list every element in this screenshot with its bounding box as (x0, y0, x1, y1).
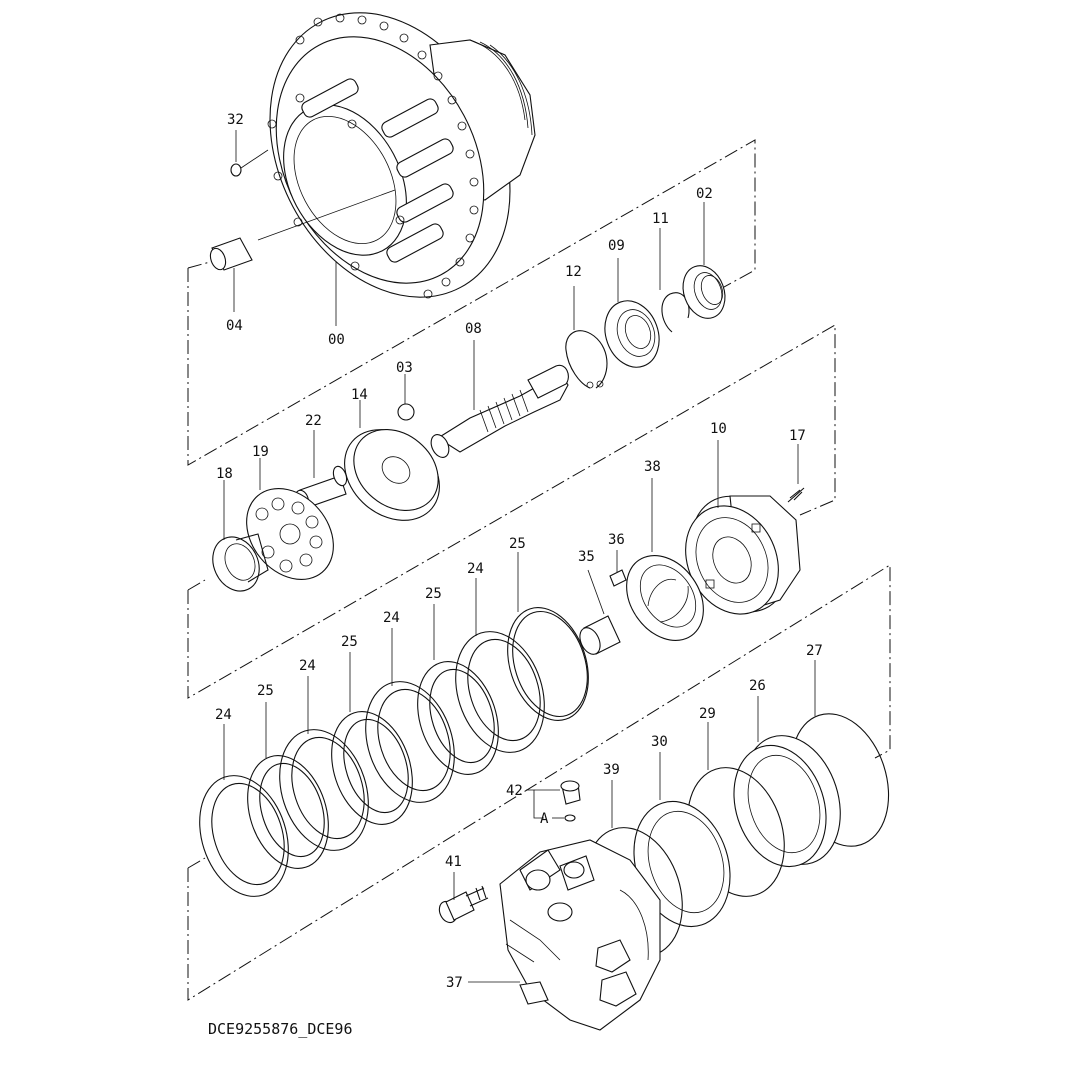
label-09: 09 (608, 238, 625, 254)
label-41: 41 (445, 854, 462, 870)
label-37: 37 (446, 975, 463, 991)
flange-bolt-holes (295, 13, 479, 299)
label-14: 14 (351, 387, 368, 403)
label-03: 03 (396, 360, 413, 376)
group-boundary-lines (187, 139, 891, 1001)
piston-part-26 (733, 696, 841, 868)
label-32: 32 (227, 112, 244, 128)
cylinder-block-part-10 (685, 440, 801, 615)
separator-plate-25-d (507, 607, 589, 721)
seal-part-02 (682, 202, 726, 319)
friction-plate-24-a (199, 775, 289, 897)
needle-bearing-part-35 (579, 569, 621, 655)
label-22: 22 (305, 413, 322, 429)
friction-plate-24-b (279, 729, 369, 851)
screw-part-17 (787, 444, 805, 503)
label-24-c: 24 (383, 610, 400, 626)
shaft-part-08 (430, 340, 569, 458)
housing-pins (301, 78, 454, 263)
label-24-d: 24 (467, 561, 484, 577)
label-39: 39 (603, 762, 620, 778)
label-detail-a: A (540, 811, 549, 827)
label-18: 18 (216, 466, 233, 482)
retainer-plate-part-19 (246, 458, 334, 580)
label-30: 30 (651, 734, 668, 750)
friction-plate-24-c (365, 681, 455, 803)
label-11: 11 (652, 211, 669, 227)
label-29: 29 (699, 706, 716, 722)
label-00: 00 (328, 332, 345, 348)
snap-ring-part-12 (565, 286, 608, 389)
label-10: 10 (710, 421, 727, 437)
pin-part-04 (209, 189, 396, 312)
label-25-b: 25 (341, 634, 358, 650)
label-27: 27 (806, 643, 823, 659)
separator-plate-25-a (247, 755, 329, 869)
label-04: 04 (226, 318, 243, 334)
label-25-a: 25 (257, 683, 274, 699)
label-24-a: 24 (215, 707, 232, 723)
label-08: 08 (465, 321, 482, 337)
label-38: 38 (644, 459, 661, 475)
label-24-b: 24 (299, 658, 316, 674)
label-36: 36 (608, 532, 625, 548)
label-02: 02 (696, 186, 713, 202)
separator-plate-25-b (331, 711, 413, 825)
ball-part-32 (230, 130, 269, 177)
valve-body-part-37 (468, 839, 661, 1031)
plate-part-14 (344, 400, 440, 521)
pin-part-36 (609, 550, 627, 587)
valve-plate-part-38 (626, 478, 704, 641)
label-35: 35 (578, 549, 595, 565)
drawing-number: DCE9255876_DCE96 (208, 1020, 353, 1038)
ball-part-03 (397, 374, 415, 421)
plug-part-42 (526, 780, 581, 822)
friction-plate-stack (199, 552, 589, 897)
separator-plate-25-c (417, 661, 499, 775)
friction-plate-24-d (455, 631, 545, 753)
label-19: 19 (252, 444, 269, 460)
bush-part-18 (212, 480, 269, 592)
label-12: 12 (565, 264, 582, 280)
label-17: 17 (789, 428, 806, 444)
label-42: 42 (506, 783, 523, 799)
bearing-part-09 (604, 258, 660, 368)
label-25-c: 25 (425, 586, 442, 602)
label-25-d: 25 (509, 536, 526, 552)
housing-part-00 (267, 12, 536, 299)
part-labels: 32 04 00 12 09 11 02 08 03 14 22 19 18 1… (215, 112, 823, 991)
label-26: 26 (749, 678, 766, 694)
bolt-part-41 (438, 872, 489, 924)
